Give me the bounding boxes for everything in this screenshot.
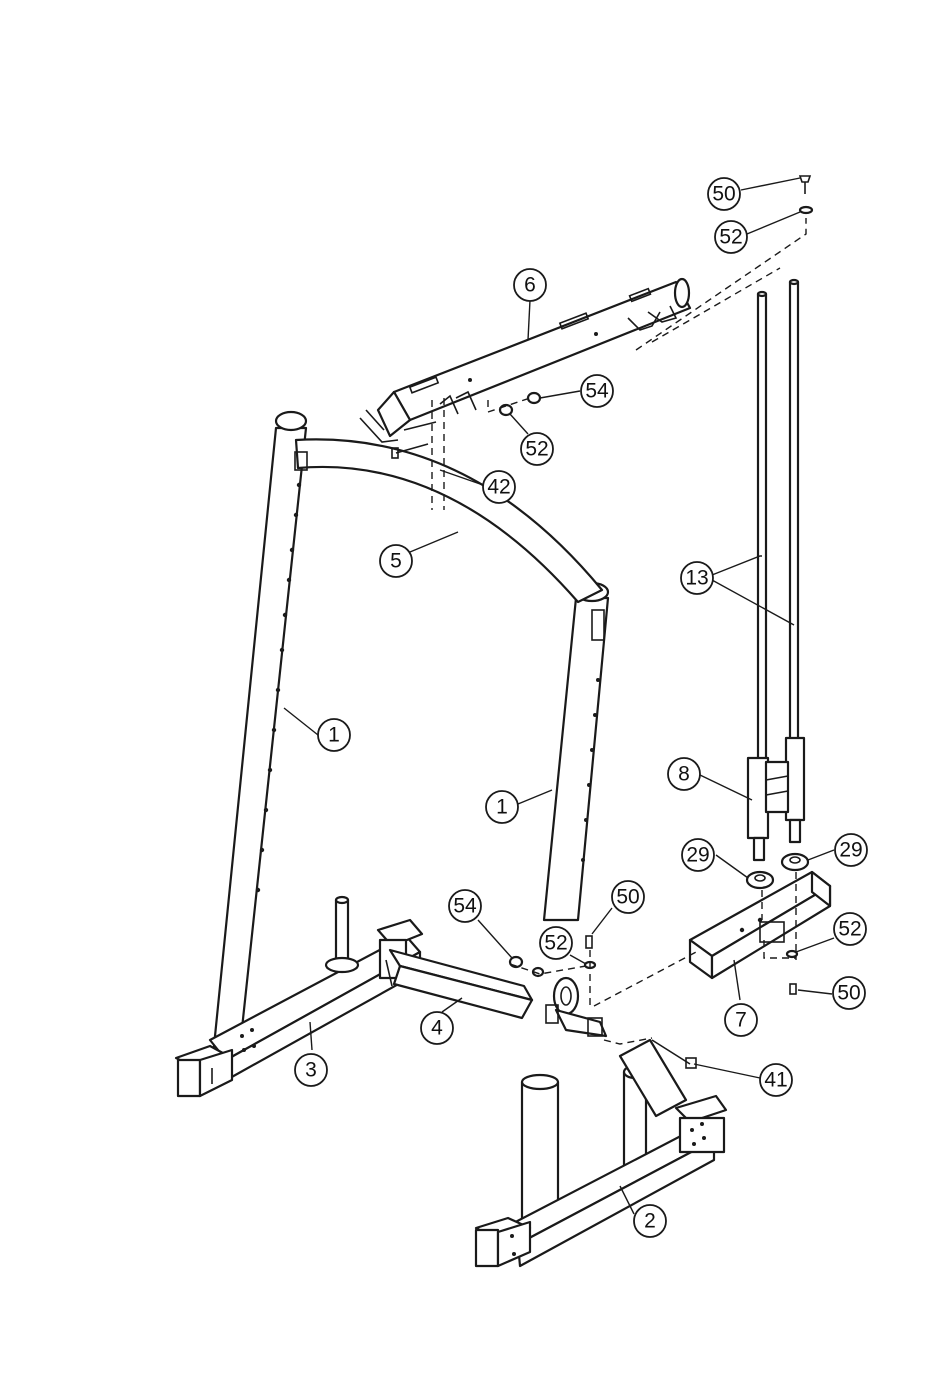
pivot-bracket — [546, 978, 606, 1036]
callout-1-left: 1 — [318, 719, 350, 751]
svg-text:2: 2 — [644, 1210, 656, 1233]
callout-54-base: 54 — [449, 890, 481, 922]
svg-text:3: 3 — [305, 1059, 317, 1082]
svg-text:1: 1 — [496, 796, 508, 819]
callout-50-top: 50 — [708, 178, 740, 210]
left-upright-post — [212, 412, 306, 1066]
callout-5: 5 — [380, 545, 412, 577]
callout-3: 3 — [295, 1054, 327, 1086]
callout-50-pivot: 50 — [612, 881, 644, 913]
arched-crossbar — [295, 439, 602, 602]
callout-52-pivot: 52 — [540, 927, 572, 959]
svg-text:50: 50 — [712, 183, 735, 206]
svg-text:42: 42 — [487, 476, 510, 499]
rod-carriage — [748, 738, 804, 860]
svg-text:54: 54 — [453, 895, 477, 918]
right-upright-post — [544, 583, 608, 920]
callout-42: 42 — [483, 471, 515, 503]
svg-text:8: 8 — [678, 763, 690, 786]
svg-text:29: 29 — [839, 839, 862, 862]
svg-text:41: 41 — [764, 1069, 787, 1092]
callout-7: 7 — [725, 1004, 757, 1036]
callout-13: 13 — [681, 562, 713, 594]
callout-6: 6 — [514, 269, 546, 301]
callout-1-right: 1 — [486, 791, 518, 823]
callout-52-top: 52 — [715, 221, 747, 253]
svg-text:54: 54 — [585, 380, 609, 403]
svg-text:52: 52 — [838, 918, 861, 941]
callout-2: 2 — [634, 1205, 666, 1237]
callout-29-left: 29 — [682, 839, 714, 871]
callout-50-bracket: 50 — [833, 977, 865, 1009]
callout-52-bracket: 52 — [834, 913, 866, 945]
svg-text:29: 29 — [686, 844, 709, 867]
top-rail-hardware — [500, 393, 540, 415]
svg-text:1: 1 — [328, 724, 340, 747]
guide-rods — [758, 280, 798, 764]
weight-storage-peg — [326, 897, 358, 972]
svg-text:5: 5 — [390, 550, 402, 573]
svg-text:52: 52 — [525, 438, 548, 461]
top-rail — [360, 279, 690, 442]
svg-text:13: 13 — [685, 567, 708, 590]
callout-54-top: 54 — [581, 375, 613, 407]
svg-text:7: 7 — [735, 1009, 747, 1032]
callout-29-right: 29 — [835, 834, 867, 866]
svg-text:4: 4 — [431, 1017, 443, 1040]
front-base-frame — [476, 1040, 726, 1266]
svg-text:6: 6 — [524, 274, 536, 297]
svg-text:50: 50 — [616, 886, 639, 909]
callout-8: 8 — [668, 758, 700, 790]
callout-4: 4 — [421, 1012, 453, 1044]
svg-text:52: 52 — [544, 932, 567, 955]
callout-52-rail: 52 — [521, 433, 553, 465]
svg-text:50: 50 — [837, 982, 860, 1005]
callout-41: 41 — [760, 1064, 792, 1096]
svg-text:52: 52 — [719, 226, 742, 249]
